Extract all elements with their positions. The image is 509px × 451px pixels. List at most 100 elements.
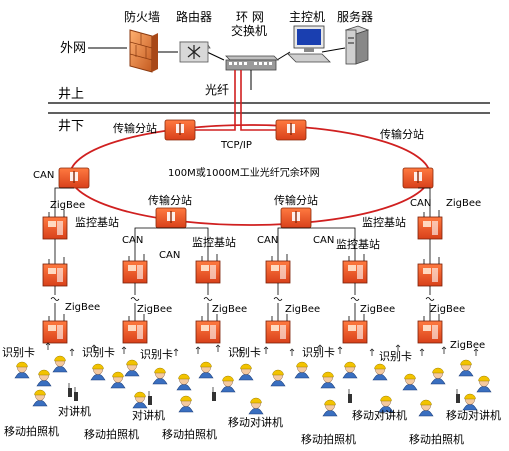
- zigbee-label: ZigBee: [65, 302, 100, 313]
- wireless-break-mark: [203, 297, 213, 301]
- can-label: CAN: [257, 235, 278, 246]
- transmission-station-box: [280, 207, 312, 229]
- external-network-label: 外网: [60, 41, 86, 56]
- antenna-icon: [337, 346, 343, 354]
- router-icon: [179, 41, 211, 63]
- miner-icon: [238, 363, 254, 381]
- antenna-icon: [91, 344, 97, 352]
- wireless-break-mark: [425, 297, 435, 301]
- transmission-station-label: 传输分站: [113, 121, 157, 135]
- miner-icon: [458, 359, 474, 377]
- transmission-station-label: 传输分站: [274, 193, 318, 207]
- zigbee-label: ZigBee: [212, 304, 247, 315]
- antenna-icon: [395, 344, 401, 352]
- transmission-station-box: [164, 119, 196, 141]
- zigbee-label: ZigBee: [446, 198, 481, 209]
- miner-icon: [476, 375, 492, 393]
- transmission-station-box: [155, 207, 187, 229]
- mobile-camera-label: 移动拍照机: [162, 427, 217, 441]
- firewall-icon: [129, 29, 158, 73]
- host-server-link: [321, 47, 346, 53]
- miner-icon: [124, 359, 140, 377]
- walkie-talkie-icon: [148, 391, 152, 405]
- miner-icon: [90, 363, 106, 381]
- monitoring-base-box: [265, 254, 291, 284]
- miner-icon: [294, 361, 310, 379]
- monitoring-base-box: [195, 254, 221, 284]
- tcpip-label: TCP/IP: [220, 140, 252, 151]
- can-connector: [277, 227, 296, 261]
- can-label: CAN: [33, 170, 54, 181]
- walkie-talkie-label: 对讲机: [58, 404, 91, 418]
- server-label: 服务器: [337, 9, 373, 24]
- transmission-station-label: 传输分站: [148, 193, 192, 207]
- transmission-stations: [58, 119, 434, 229]
- monitoring-base-box: [342, 314, 368, 344]
- miner-icon: [152, 367, 168, 385]
- firewall-label: 防火墙: [124, 9, 160, 24]
- id-card-label: 识别卡: [379, 350, 412, 363]
- fiber-drop: [182, 70, 288, 131]
- walkie-talkie-icon: [456, 389, 460, 403]
- antenna-icon: [215, 344, 221, 352]
- miner-icon: [248, 397, 264, 415]
- miner-icon: [372, 363, 388, 381]
- miner-icon: [402, 373, 418, 391]
- miner-icon: [462, 393, 478, 411]
- monitoring-base-box: [342, 254, 368, 284]
- zigbee-label: ZigBee: [285, 304, 320, 315]
- miner-icon: [36, 369, 52, 387]
- mobile-camera-label: 移动拍照机: [4, 424, 59, 438]
- monitoring-station-label: 监控基站: [75, 215, 119, 229]
- walkie-talkie-icon: [212, 387, 216, 401]
- transmission-station-box: [58, 167, 90, 189]
- antenna-icon: [45, 342, 51, 350]
- switch-host-link: [276, 51, 291, 61]
- zigbee-label: ZigBee: [450, 340, 485, 351]
- monitoring-columns: [42, 187, 443, 344]
- monitoring-base-box: [195, 314, 221, 344]
- antenna-icon: [473, 348, 479, 356]
- id-card-label: 识别卡: [302, 346, 335, 359]
- antenna-icon: [69, 348, 75, 356]
- wireless-break-mark: [350, 297, 360, 301]
- antenna-icon: [121, 346, 127, 354]
- host-label: 主控机: [289, 10, 325, 24]
- fiber-label: 光纤: [205, 83, 229, 97]
- walkie-talkie-icon: [348, 389, 352, 403]
- router-switch-link: [206, 51, 225, 61]
- can-connector: [54, 187, 74, 217]
- ring-switch-icon: [225, 55, 279, 71]
- miner-icon: [378, 395, 394, 413]
- monitoring-base-box: [42, 257, 68, 287]
- can-connector: [296, 227, 356, 261]
- level-divider: 井上 井下: [48, 87, 490, 134]
- zigbee-label: ZigBee: [50, 200, 85, 211]
- monitoring-station-label: 监控基站: [336, 237, 380, 251]
- antenna-icon: [173, 348, 179, 356]
- id-card-label: 识别卡: [140, 348, 173, 361]
- transmission-station-label: 传输分站: [380, 127, 424, 141]
- miner-icon: [52, 355, 68, 373]
- top-network: 防火墙 路由器 环 网 交换机 主控机 服务器 外网: [60, 9, 373, 97]
- mobile-walkie-talkie-label: 移动对讲机: [228, 415, 283, 429]
- transmission-station-box: [402, 167, 434, 189]
- miner-icon: [176, 373, 192, 391]
- antenna-icon: [237, 348, 243, 356]
- mobile-walkie-talkie-label: 移动对讲机: [446, 408, 501, 422]
- id-card-label: 识别卡: [228, 346, 261, 359]
- miner-icon: [132, 391, 148, 409]
- switch-label-1: 环 网: [236, 10, 264, 24]
- can-label: CAN: [313, 235, 334, 246]
- can-connector: [418, 187, 431, 217]
- walkie-talkie-icon: [74, 387, 78, 401]
- can-connector: [171, 227, 209, 261]
- monitoring-base-box: [265, 314, 291, 344]
- monitoring-base-box: [42, 314, 68, 344]
- wireless-break-mark: [273, 297, 283, 301]
- antenna-icon: [289, 348, 295, 356]
- zigbee-label: ZigBee: [430, 304, 465, 315]
- zigbee-label: ZigBee: [360, 304, 395, 315]
